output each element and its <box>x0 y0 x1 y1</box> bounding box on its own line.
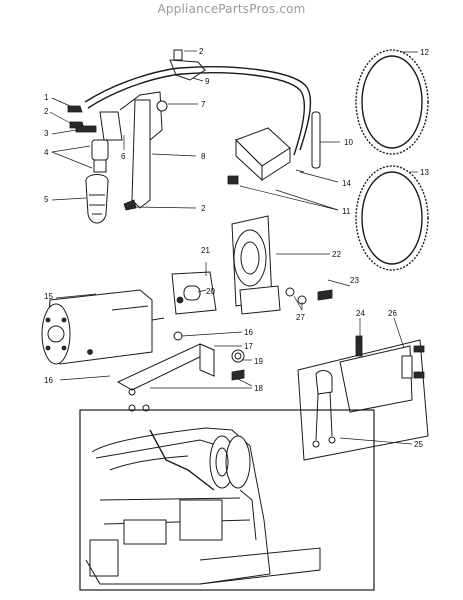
callout-19: 19 <box>254 357 263 366</box>
callout-23: 23 <box>350 276 359 285</box>
callout-6: 6 <box>121 152 126 161</box>
pulley-bracket-assembly <box>231 215 333 315</box>
callout-15: 15 <box>44 292 53 301</box>
callout-1: 1 <box>44 93 49 102</box>
callout-10: 10 <box>344 138 353 147</box>
callout-12: 12 <box>420 48 429 57</box>
callout-26: 26 <box>388 309 397 318</box>
lamp-wiring-assembly <box>67 49 312 224</box>
callout-2: 2 <box>201 204 206 213</box>
callout-7: 7 <box>201 100 206 109</box>
callout-27: 27 <box>296 313 305 322</box>
sewing-machine-inset <box>79 409 375 591</box>
motor-assembly <box>41 289 165 365</box>
callout-16: 16 <box>44 376 53 385</box>
callout-2: 2 <box>199 47 204 56</box>
callout-2: 2 <box>44 107 49 116</box>
callout-11: 11 <box>342 207 351 216</box>
motor-bracket-assembly <box>116 331 245 412</box>
callout-5: 5 <box>44 195 49 204</box>
light-switch-assembly <box>297 335 429 461</box>
belt-12 <box>355 49 429 155</box>
callout-18: 18 <box>254 384 263 393</box>
callout-numbers: 2 9 1 2 3 4 5 6 7 8 2 10 14 11 12 13 21 … <box>44 47 429 449</box>
callout-16: 16 <box>244 328 253 337</box>
watermark: AppliancePartsPros.com <box>157 2 306 16</box>
callout-8: 8 <box>201 152 206 161</box>
callout-24: 24 <box>356 309 365 318</box>
belt-13 <box>355 165 429 271</box>
callout-17: 17 <box>244 342 253 351</box>
callout-21: 21 <box>201 246 210 255</box>
leader-lines <box>49 50 418 445</box>
callout-22: 22 <box>332 250 341 259</box>
part-20-21 <box>171 271 217 315</box>
callout-14: 14 <box>342 179 351 188</box>
callout-20: 20 <box>206 287 215 296</box>
terminal-box-assembly <box>227 111 321 185</box>
callout-4: 4 <box>44 148 49 157</box>
callout-9: 9 <box>205 77 210 86</box>
callout-25: 25 <box>414 440 423 449</box>
callout-13: 13 <box>420 168 429 177</box>
callout-3: 3 <box>44 129 49 138</box>
